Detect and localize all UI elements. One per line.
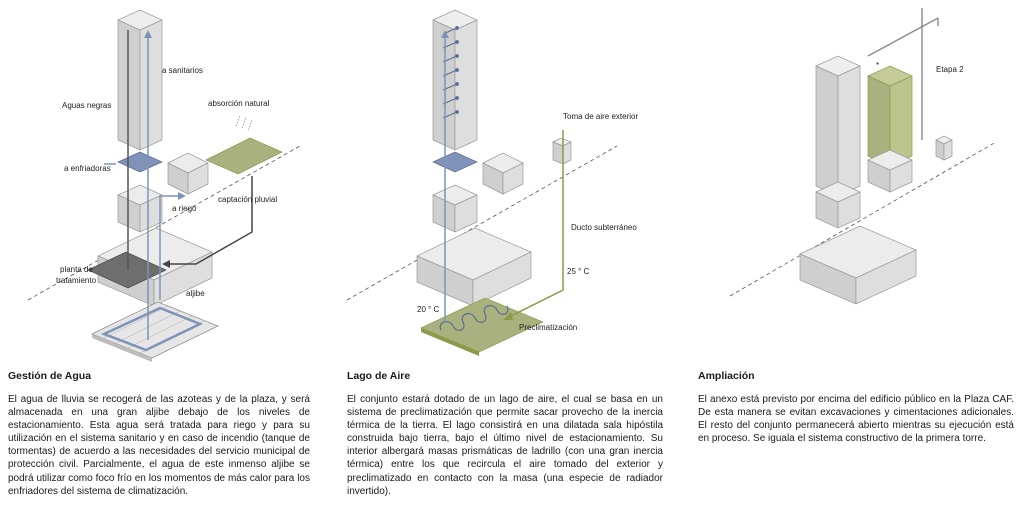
ground-line [729,141,997,297]
chiller-slab [117,151,163,173]
label-toma-aire: Toma de aire exterior [563,112,638,121]
cistern-slab [91,301,219,362]
text-gestion-agua: El agua de lluvia se recogerá de las azo… [8,394,310,497]
text-ampliacion: El anexo está previsto por encima del ed… [698,394,1014,445]
label-aljibe: aljibe [186,289,205,298]
base-building [416,227,532,307]
label-absorcion: absorción natural [208,99,270,108]
small-cube [167,152,209,195]
text-lago-aire: El conjunto estará dotado de un lago de … [347,394,663,497]
air-slab [432,151,478,173]
label-sanitarios: a sanitarios [162,66,203,75]
heading-gestion-agua: Gestión de Agua [8,370,92,382]
label-captacion: captación pluvial [218,195,277,204]
heading-ampliacion: Ampliación [698,370,755,382]
label-riego: a riego [172,204,197,213]
preclimatization-slab [420,297,544,356]
air-duct [441,30,564,322]
panel-ampliacion: * Etapa 2 Ampliación El anexo está previ… [690,0,1024,524]
label-etapa-2: Etapa 2 [936,65,964,74]
svg-text:*: * [876,61,879,70]
base-building [799,225,917,305]
ground-line [27,145,301,301]
water-management-diagram: a sanitarios Aguas negras absorción natu… [27,9,301,362]
label-aguas-negras: Aguas negras [62,101,111,110]
water-pipes [104,30,253,340]
tower-2-base [867,149,913,193]
air-intake [552,137,572,165]
heading-lago-aire: Lago de Aire [347,370,411,382]
lower-block [117,184,163,233]
lower-block [432,184,478,233]
expansion-diagram: * Etapa 2 [729,8,997,305]
tower-1 [815,55,861,197]
label-preclimatizacion: Preclimatización [519,323,577,332]
tower-2-etapa-2 [867,65,913,167]
tower [117,9,163,151]
label-temp-20: 20 ° C [417,305,440,314]
label-temp-25: 25 ° C [567,267,590,276]
panel-lago-aire: Toma de aire exterior Ducto subterráneo … [341,0,671,524]
treatment-plant-slab [87,251,167,289]
crane [867,8,939,140]
label-enfriadoras: a enfriadoras [64,164,111,173]
air-lake-diagram: Toma de aire exterior Ducto subterráneo … [346,9,638,356]
tower-1-base [815,181,861,229]
ground-line [346,145,618,301]
small-cube [482,152,524,195]
tower [432,9,478,151]
small-cube [935,135,953,161]
label-planta-1: planta de [60,265,93,274]
label-ducto: Ducto subterráneo [571,223,637,232]
panel-gestion-agua: a sanitarios Aguas negras absorción natu… [0,0,330,524]
absorption-plane [205,137,283,175]
label-planta-2: tratamiento [56,276,97,285]
